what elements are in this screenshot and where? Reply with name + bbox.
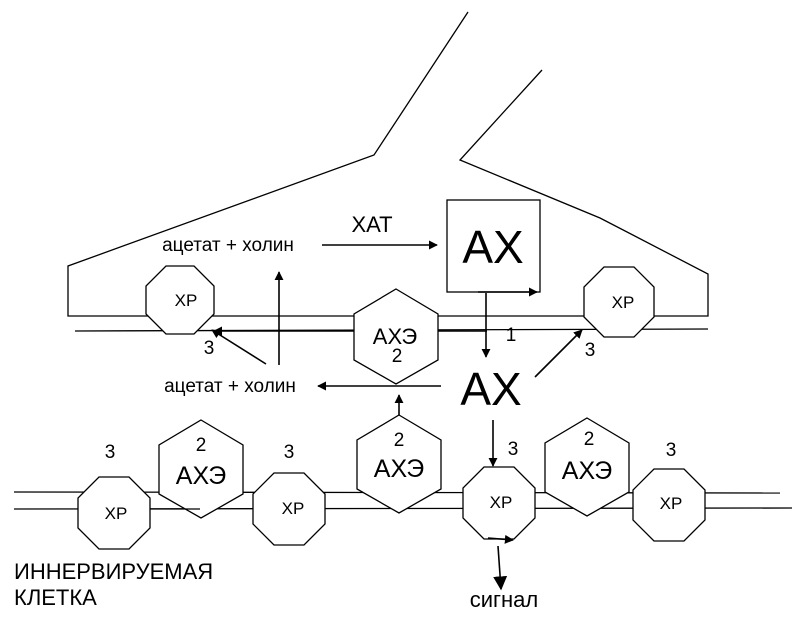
enzyme-lower-mid-number: 2 [394, 430, 405, 451]
enzyme-lower-mid [356, 414, 442, 514]
receptor-lower-1 [77, 476, 151, 550]
receptor-lower-2-label: ХР [282, 499, 305, 518]
enzyme-lower-right-number: 2 [584, 429, 595, 450]
number-3-lower-1: 3 [105, 442, 116, 463]
hat-label: ХАТ [351, 212, 392, 237]
receptor-top-left-label: ХР [175, 291, 198, 310]
receptor-activation-arrow [487, 534, 514, 544]
number-3-top-right: 3 [585, 340, 596, 361]
number-3-lower-4: 3 [666, 440, 677, 461]
signal-label: сигнал [470, 587, 539, 612]
enzyme-lower-left-label: АХЭ [176, 462, 226, 490]
enzyme-lower-left [158, 419, 244, 519]
acetylcholine-vesicle-box [446, 199, 541, 293]
number-1: 1 [506, 325, 517, 346]
receptor-lower-4-label: ХР [660, 494, 683, 513]
number-3-top-left: 3 [204, 338, 215, 359]
number-3-lower-2: 3 [284, 442, 295, 463]
enzyme-lower-left-number: 2 [196, 435, 207, 456]
enzyme-lower-right [544, 417, 630, 517]
receptor-top-right-label: ХР [612, 293, 635, 312]
receptor-lower-2 [252, 472, 326, 546]
receptor-lower-3-label: ХР [490, 493, 513, 512]
arrow-to-top-right-receptor [534, 329, 583, 378]
receptor-top-left [145, 265, 215, 335]
enzyme-center-label: АХЭ [373, 324, 418, 349]
signal-arrow [493, 545, 508, 591]
enzyme-lower-mid-label: АХЭ [374, 455, 424, 483]
enzyme-lower-right-label: АХЭ [562, 457, 612, 485]
enzyme-center-number: 2 [392, 346, 403, 367]
receptor-top-right [583, 266, 655, 338]
acetylcholine-vesicle-label: АХ [462, 221, 523, 273]
presynaptic-terminal-outline [67, 11, 709, 317]
acetylcholine-cleft-label: АХ [460, 363, 521, 415]
arrow-diag-to-top-left-receptor [211, 329, 267, 365]
innervated-cell-label-line1: ИННЕРВИРУЕМАЯ [14, 559, 213, 584]
receptor-lower-1-label: ХР [105, 504, 128, 523]
innervated-cell-label-line2: КЛЕТКА [14, 585, 97, 610]
receptor-lower-3 [462, 466, 536, 540]
number-3-cleft: 3 [508, 439, 519, 460]
acetate-choline-top-label: ацетат + холин [162, 235, 294, 256]
enzyme-center [353, 288, 439, 385]
acetate-choline-mid-label: ацетат + холин [164, 376, 296, 397]
receptor-lower-4 [632, 468, 706, 542]
